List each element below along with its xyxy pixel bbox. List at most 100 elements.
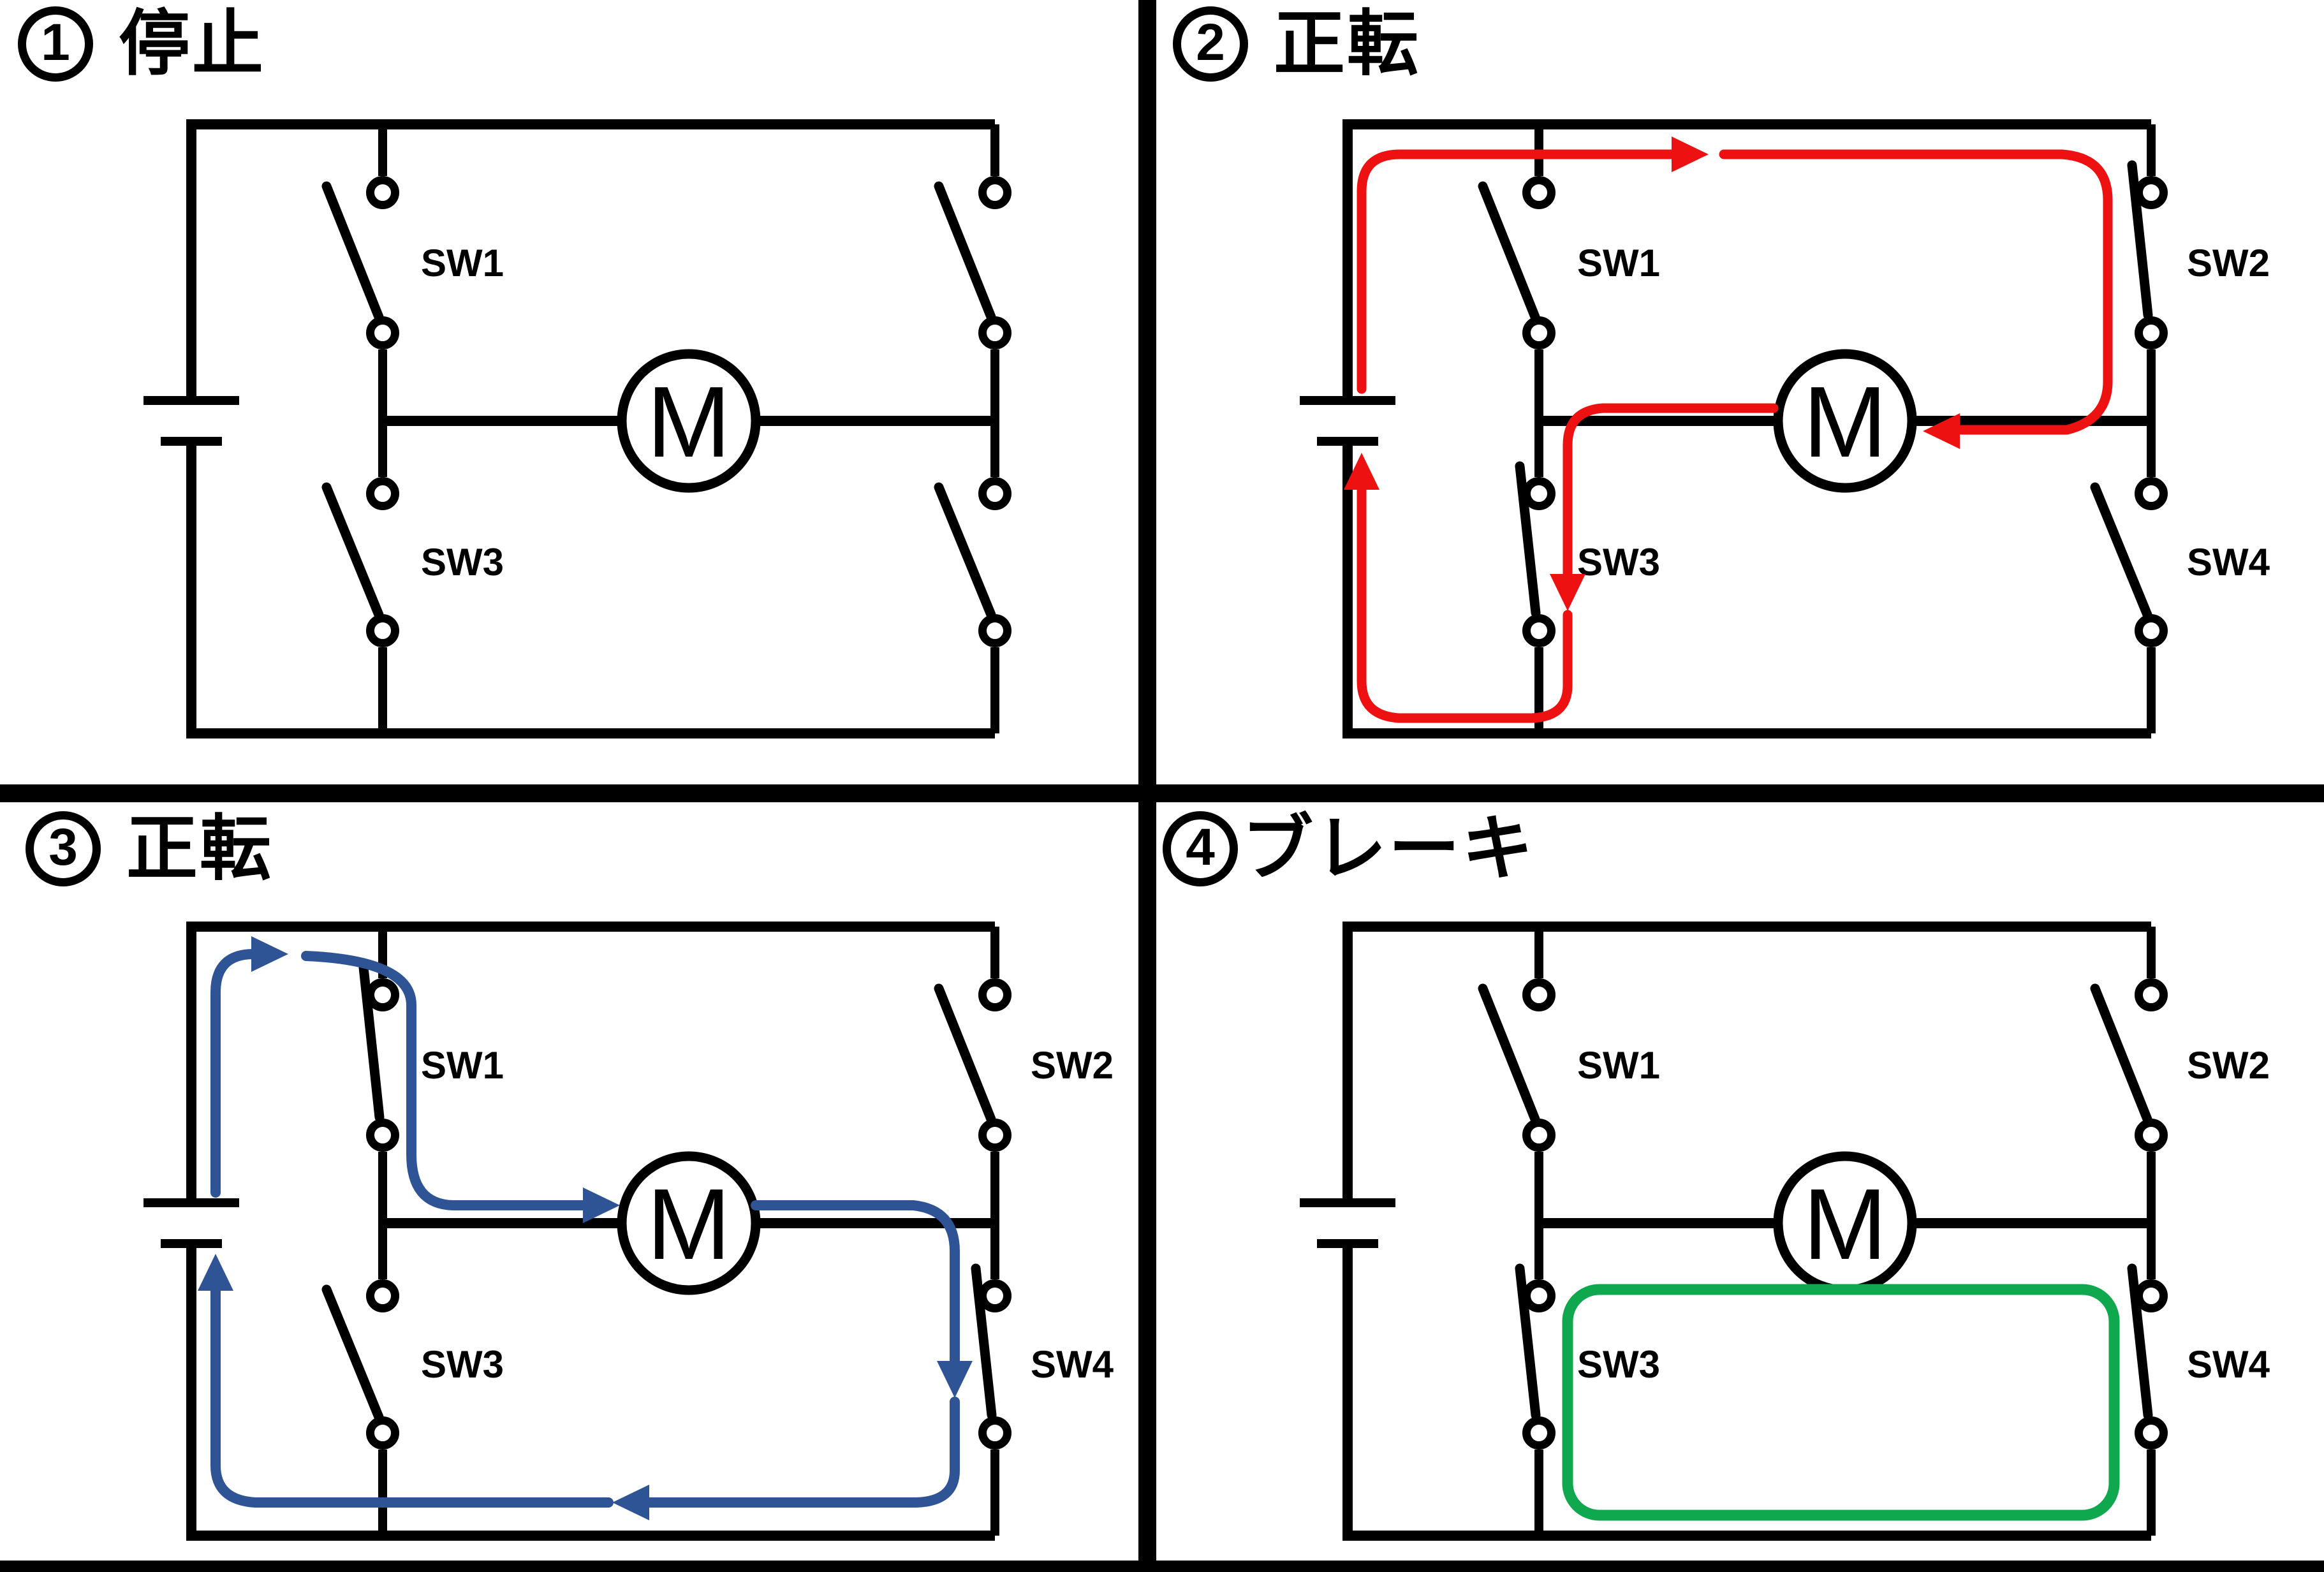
switch-sw1-open [1478, 978, 1555, 1152]
switch-terminal [978, 1416, 1011, 1450]
current-path-segment [1357, 485, 1573, 723]
switch-sw1-closed [358, 962, 399, 1152]
switch-terminal [366, 1416, 399, 1450]
battery [143, 396, 239, 446]
switch-label-sw3: SW3 [421, 541, 504, 584]
current-path-segment [1563, 403, 1779, 579]
switch-sw2-open [934, 978, 1011, 1152]
badge-number: 2 [1196, 13, 1225, 71]
switch-label-sw4: SW4 [2187, 1343, 2270, 1386]
switch-terminal [2135, 1119, 2168, 1152]
arrowhead-u [198, 1254, 233, 1291]
sw3-blade [1515, 461, 1541, 618]
sw3-blade [321, 482, 384, 620]
switch-label-sw2: SW2 [2187, 1044, 2270, 1087]
switch-terminal [2135, 477, 2168, 510]
switch-terminal [2135, 978, 2168, 1011]
motor: M [1773, 1151, 1917, 1295]
bridge-leg [2090, 124, 2168, 733]
switch-terminal [978, 477, 1011, 510]
switch-label-sw4: SW4 [1031, 1343, 1114, 1386]
switch-terminal [2135, 1416, 2168, 1450]
switch-label-sw3: SW3 [421, 1343, 504, 1386]
switch-terminal [2135, 1279, 2168, 1312]
switch-terminal [978, 316, 1011, 349]
badge-number: 4 [1186, 818, 1215, 876]
switch-label-sw1: SW1 [1577, 1044, 1660, 1087]
switch-terminal [366, 316, 399, 349]
switch-terminal [1522, 1279, 1555, 1312]
circled-number-badge: 3 [26, 811, 101, 886]
battery-positive-plate [143, 1198, 239, 1207]
arrowhead-u [1344, 453, 1379, 490]
horizontal-divider [0, 784, 2324, 802]
quadrant-title: 2 正転 [1173, 6, 1420, 82]
switch-sw4-open [934, 477, 1011, 647]
arrowhead-r [251, 936, 288, 972]
bridge-leg [934, 927, 1011, 1536]
bridge-leg [321, 927, 399, 1536]
switch-sw2-open [934, 176, 1011, 349]
badge-number: 3 [48, 818, 78, 876]
badge-number: 1 [41, 13, 70, 71]
sw3-blade [321, 1284, 384, 1422]
battery-positive-plate [1300, 1198, 1395, 1207]
switch-label-sw2: SW2 [2187, 242, 2270, 284]
battery-negative-plate [161, 437, 222, 446]
title-text: 正転 [126, 809, 273, 888]
bottom-border-bar [0, 1561, 2324, 1572]
arrowhead-l [612, 1485, 649, 1520]
sw2-blade [934, 983, 996, 1124]
battery [1300, 396, 1395, 446]
quadrant-title: 3 正転 [26, 811, 273, 886]
sw2-blade [2127, 160, 2153, 320]
sw4-blade [2090, 482, 2152, 620]
battery [1300, 1198, 1395, 1248]
switch-sw4-closed [2127, 1263, 2168, 1450]
switch-label-sw2: SW2 [1031, 1044, 1114, 1087]
battery-negative-plate [1317, 1239, 1378, 1248]
bridge-leg [1478, 124, 1555, 733]
switch-terminal [1522, 1119, 1555, 1152]
motor-label: M [1803, 1168, 1887, 1281]
sw3-blade [1515, 1263, 1541, 1420]
switch-terminal [366, 978, 399, 1011]
title-text: 正転 [1274, 4, 1420, 84]
switch-terminal [366, 614, 399, 647]
title-text: 停止 [119, 4, 265, 84]
sw4-blade [2127, 1263, 2153, 1420]
switch-sw4-open [2090, 477, 2168, 647]
current-path-segment [210, 1286, 614, 1508]
switch-terminal [978, 978, 1011, 1011]
title-text: ブレーキ [1242, 809, 1535, 888]
switch-terminal [1522, 614, 1555, 647]
motor: M [1773, 349, 1917, 493]
switch-terminal [1522, 477, 1555, 510]
arrowhead-r [1672, 136, 1709, 172]
switch-label-sw1: SW1 [1577, 242, 1660, 284]
arrowhead-l [1923, 413, 1960, 449]
switch-label-sw1: SW1 [421, 242, 504, 284]
switch-sw3-open [321, 477, 399, 647]
switch-label-sw1: SW1 [421, 1044, 504, 1087]
switch-terminal [978, 1119, 1011, 1152]
switch-sw1-open [1478, 176, 1555, 349]
battery-negative-plate [1317, 437, 1378, 446]
bridge-leg [1478, 927, 1555, 1536]
sw2-blade [934, 181, 996, 322]
switch-terminal [366, 477, 399, 510]
current-path-segment [1719, 149, 2113, 435]
sw2-blade [2090, 983, 2152, 1124]
switch-sw3-open [321, 1279, 399, 1450]
